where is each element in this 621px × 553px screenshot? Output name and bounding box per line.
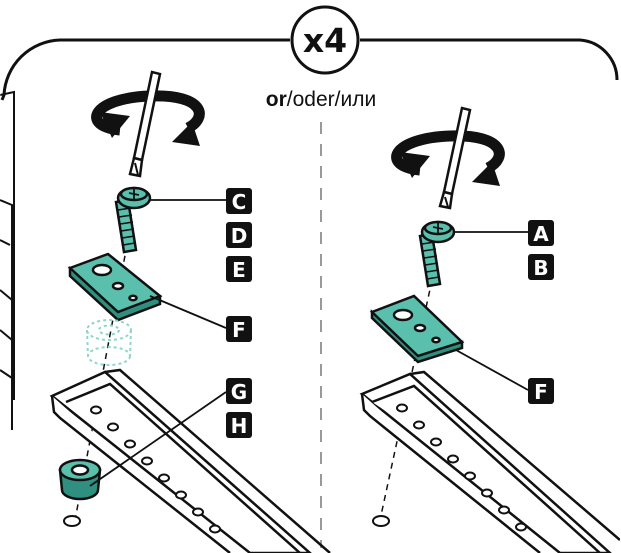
wall-hole <box>63 515 81 527</box>
leader-lines <box>454 231 529 391</box>
quantity-badge: x4 <box>290 5 360 75</box>
background-bracket <box>0 90 15 430</box>
screw <box>418 220 456 288</box>
part-label-e-text: E <box>232 258 246 282</box>
spacer <box>58 458 102 501</box>
ghost-spacer <box>86 319 132 366</box>
leader-lines <box>89 199 227 487</box>
alternative-caption-primary: or <box>266 88 287 111</box>
mounting-rail <box>49 368 331 553</box>
mounting-plate <box>67 252 163 322</box>
screw <box>114 186 152 254</box>
part-label-a-text: A <box>533 222 549 246</box>
panel-frame <box>0 38 619 101</box>
quantity-badge-text: x4 <box>303 21 347 60</box>
wall-hole <box>372 515 390 527</box>
part-label-c: C <box>226 188 252 214</box>
alternative-caption-rest: /oder/или <box>287 88 376 111</box>
part-label-f-right: F <box>528 378 554 404</box>
phillips-screwdriver-icon <box>128 70 162 178</box>
part-label-d: D <box>226 222 252 248</box>
alternative-caption: or/oder/или <box>266 88 376 111</box>
phillips-screwdriver-icon <box>438 106 472 210</box>
part-label-g-text: G <box>231 380 247 404</box>
part-label-f-left-text: F <box>232 318 246 342</box>
mounting-rail <box>359 370 620 553</box>
part-label-f-right-text: F <box>534 380 548 404</box>
mounting-plate <box>369 294 465 364</box>
left-panel <box>0 70 331 553</box>
part-label-f-left: F <box>226 316 252 342</box>
part-label-b-text: B <box>533 256 548 280</box>
part-label-c-text: C <box>232 190 247 214</box>
part-label-a: A <box>528 220 554 246</box>
part-label-d-text: D <box>231 224 248 248</box>
part-label-e: E <box>226 256 252 282</box>
part-label-b: B <box>528 254 554 280</box>
part-label-h-text: H <box>231 414 248 438</box>
part-label-h: H <box>226 412 252 438</box>
part-labels: C D E F G H A B <box>226 188 554 438</box>
rotate-clockwise-arrow-icon <box>391 130 505 186</box>
part-label-g: G <box>226 378 252 404</box>
right-panel <box>359 106 620 553</box>
